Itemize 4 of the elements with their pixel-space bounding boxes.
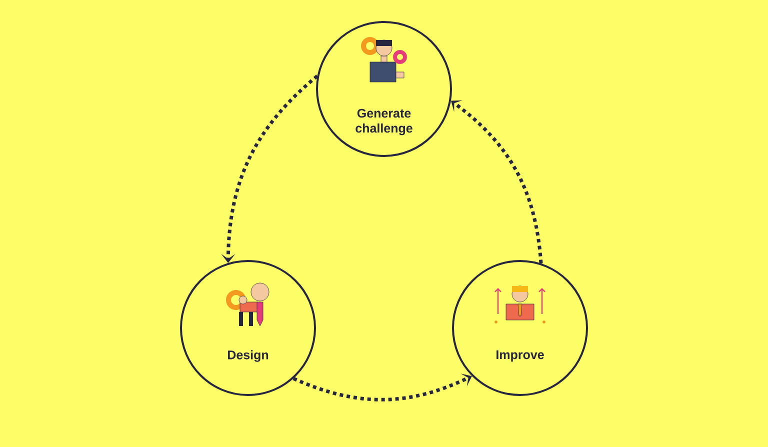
stage-label: Generate challenge — [356, 108, 412, 136]
stage-label: Improve — [496, 350, 544, 362]
stage-label: Design — [228, 350, 268, 362]
dotted-arrow — [292, 374, 472, 402]
